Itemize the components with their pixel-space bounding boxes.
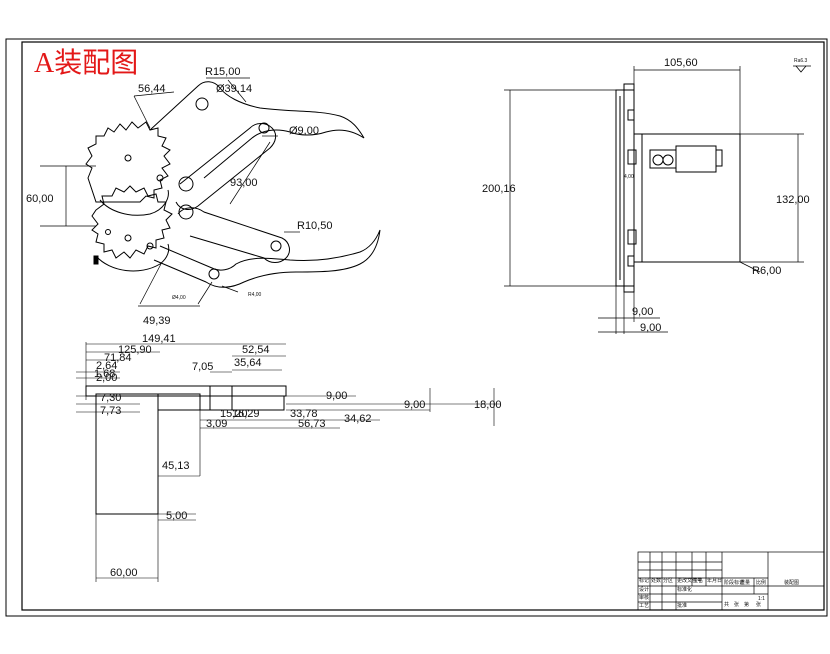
motor-bracket [633,133,741,263]
gear-hole-1 [124,154,132,162]
dim-20016: 200,16 [482,183,516,195]
dim-12590: 125,90 [118,344,152,356]
dim-4513: 45,13 [162,460,190,472]
dim-1520: 15,20 [220,408,248,420]
gear-hole-4 [146,242,154,250]
pivot-2 [258,122,270,134]
pivot-4 [178,204,194,220]
tb-cell-17: 张 [756,601,761,608]
gear-hole-3 [124,234,132,242]
tb-cell-6: 设计 [639,586,649,593]
tb-cell-16: 第 [744,601,749,608]
tb-cell-5: 年月日 [707,577,722,584]
tb-cell-7: 标准化 [677,586,692,593]
side-dimension-lines [504,66,804,334]
title-block-name: 装配图 [784,579,799,586]
motor-body [675,145,717,173]
dim-small-mark: 4,00 [624,174,634,180]
tb-cell-13: 批准 [677,602,687,609]
dim-r15: R15,00 [205,66,240,78]
dim-200: 2,00 [96,372,117,384]
tb-cell-4: 签名 [693,577,703,584]
tb-cell-15: 张 [734,601,739,608]
gear-plate [99,189,169,216]
tb-cell-14: 共 [724,601,729,608]
dim-tiny-a: Ø4,00 [172,295,186,301]
lower-gear [91,185,173,259]
roughness-label: Ra6.3 [794,58,808,64]
dim-5254: 52,54 [242,344,270,356]
plan-dimension-lines [76,342,500,582]
gripper-dimension-lines [40,77,300,307]
dim-13200: 132,00 [776,194,810,206]
dim-900: 9,00 [404,399,425,411]
roughness-symbol [793,65,811,73]
dim-309: 3,09 [206,418,227,430]
dim-700: 9,00 [326,390,347,402]
tb-cell-1: 处数 [651,577,661,584]
tb-cell-9: 重量 [740,579,750,586]
tb-cell-12: 工艺 [639,603,649,609]
dim-d9: Ø9,00 [289,125,319,137]
dim-264: 2,64 [96,360,117,372]
upper-jaw-outer [149,81,365,179]
dim-d39: Ø39,14 [216,83,252,95]
inner-border [21,41,825,611]
dim-6000: 60,00 [110,567,138,579]
dim-7184: 71,84 [104,352,132,364]
dim-730: 7,30 [100,392,121,404]
pivot-1 [195,97,209,111]
dim-3778: 33,78 [290,408,318,420]
tb-cell-11: 审核 [639,594,649,601]
dim-60: 60,00 [26,193,54,205]
dim-705: 7,05 [192,361,213,373]
upper-inner-link [175,123,277,210]
lower-inner-link [177,207,290,263]
dim-14941: 149,41 [142,333,176,345]
gear-hole-5 [105,229,111,235]
side-view [615,83,741,293]
dim-93: 93,00 [230,177,258,189]
pivot-6 [208,268,220,280]
tb-cell-2: 分区 [663,577,673,584]
pivot-3 [178,176,194,192]
tb-cell-10: 比例 [756,579,766,586]
dim-4939: 49,39 [143,315,171,327]
pivot-5 [270,240,282,252]
dim-tiny-b: R4,00 [248,292,262,298]
title-block [637,551,825,611]
dim-900-b: 9,00 [640,322,661,334]
tb-cell-0: 标记 [639,577,649,584]
dim-168: 1,68 [94,368,115,380]
gripper-front-view [85,81,381,288]
outer-border [5,38,828,617]
dim-5644: 56,44 [138,83,166,95]
gear-hole-2 [156,174,164,182]
dim-5673: 56,73 [298,418,326,430]
title-block-scale: 1:1 [758,596,765,602]
drawing-title: A装配图 [34,47,138,79]
tb-cell-8: 阶段标记 [724,579,744,586]
dim-3564: 35,64 [234,357,262,369]
upper-gear [85,121,171,203]
lower-jaw-outer [153,229,381,288]
gear-mark [93,255,99,265]
dim-1500: 16,29 [232,408,260,420]
dim-r6: R6,00 [752,265,781,277]
mount-plate [615,89,635,287]
dim-3462: 34,62 [344,413,372,425]
dim-10560: 105,60 [664,57,698,69]
dim-773: 7,73 [100,405,121,417]
dim-900-a: 9,00 [632,306,653,318]
dim-500: 5,00 [166,510,187,522]
dim-r10: R10,50 [297,220,332,232]
dim-1800: 18,00 [474,399,502,411]
tb-cell-3: 更改文件号 [677,577,702,584]
